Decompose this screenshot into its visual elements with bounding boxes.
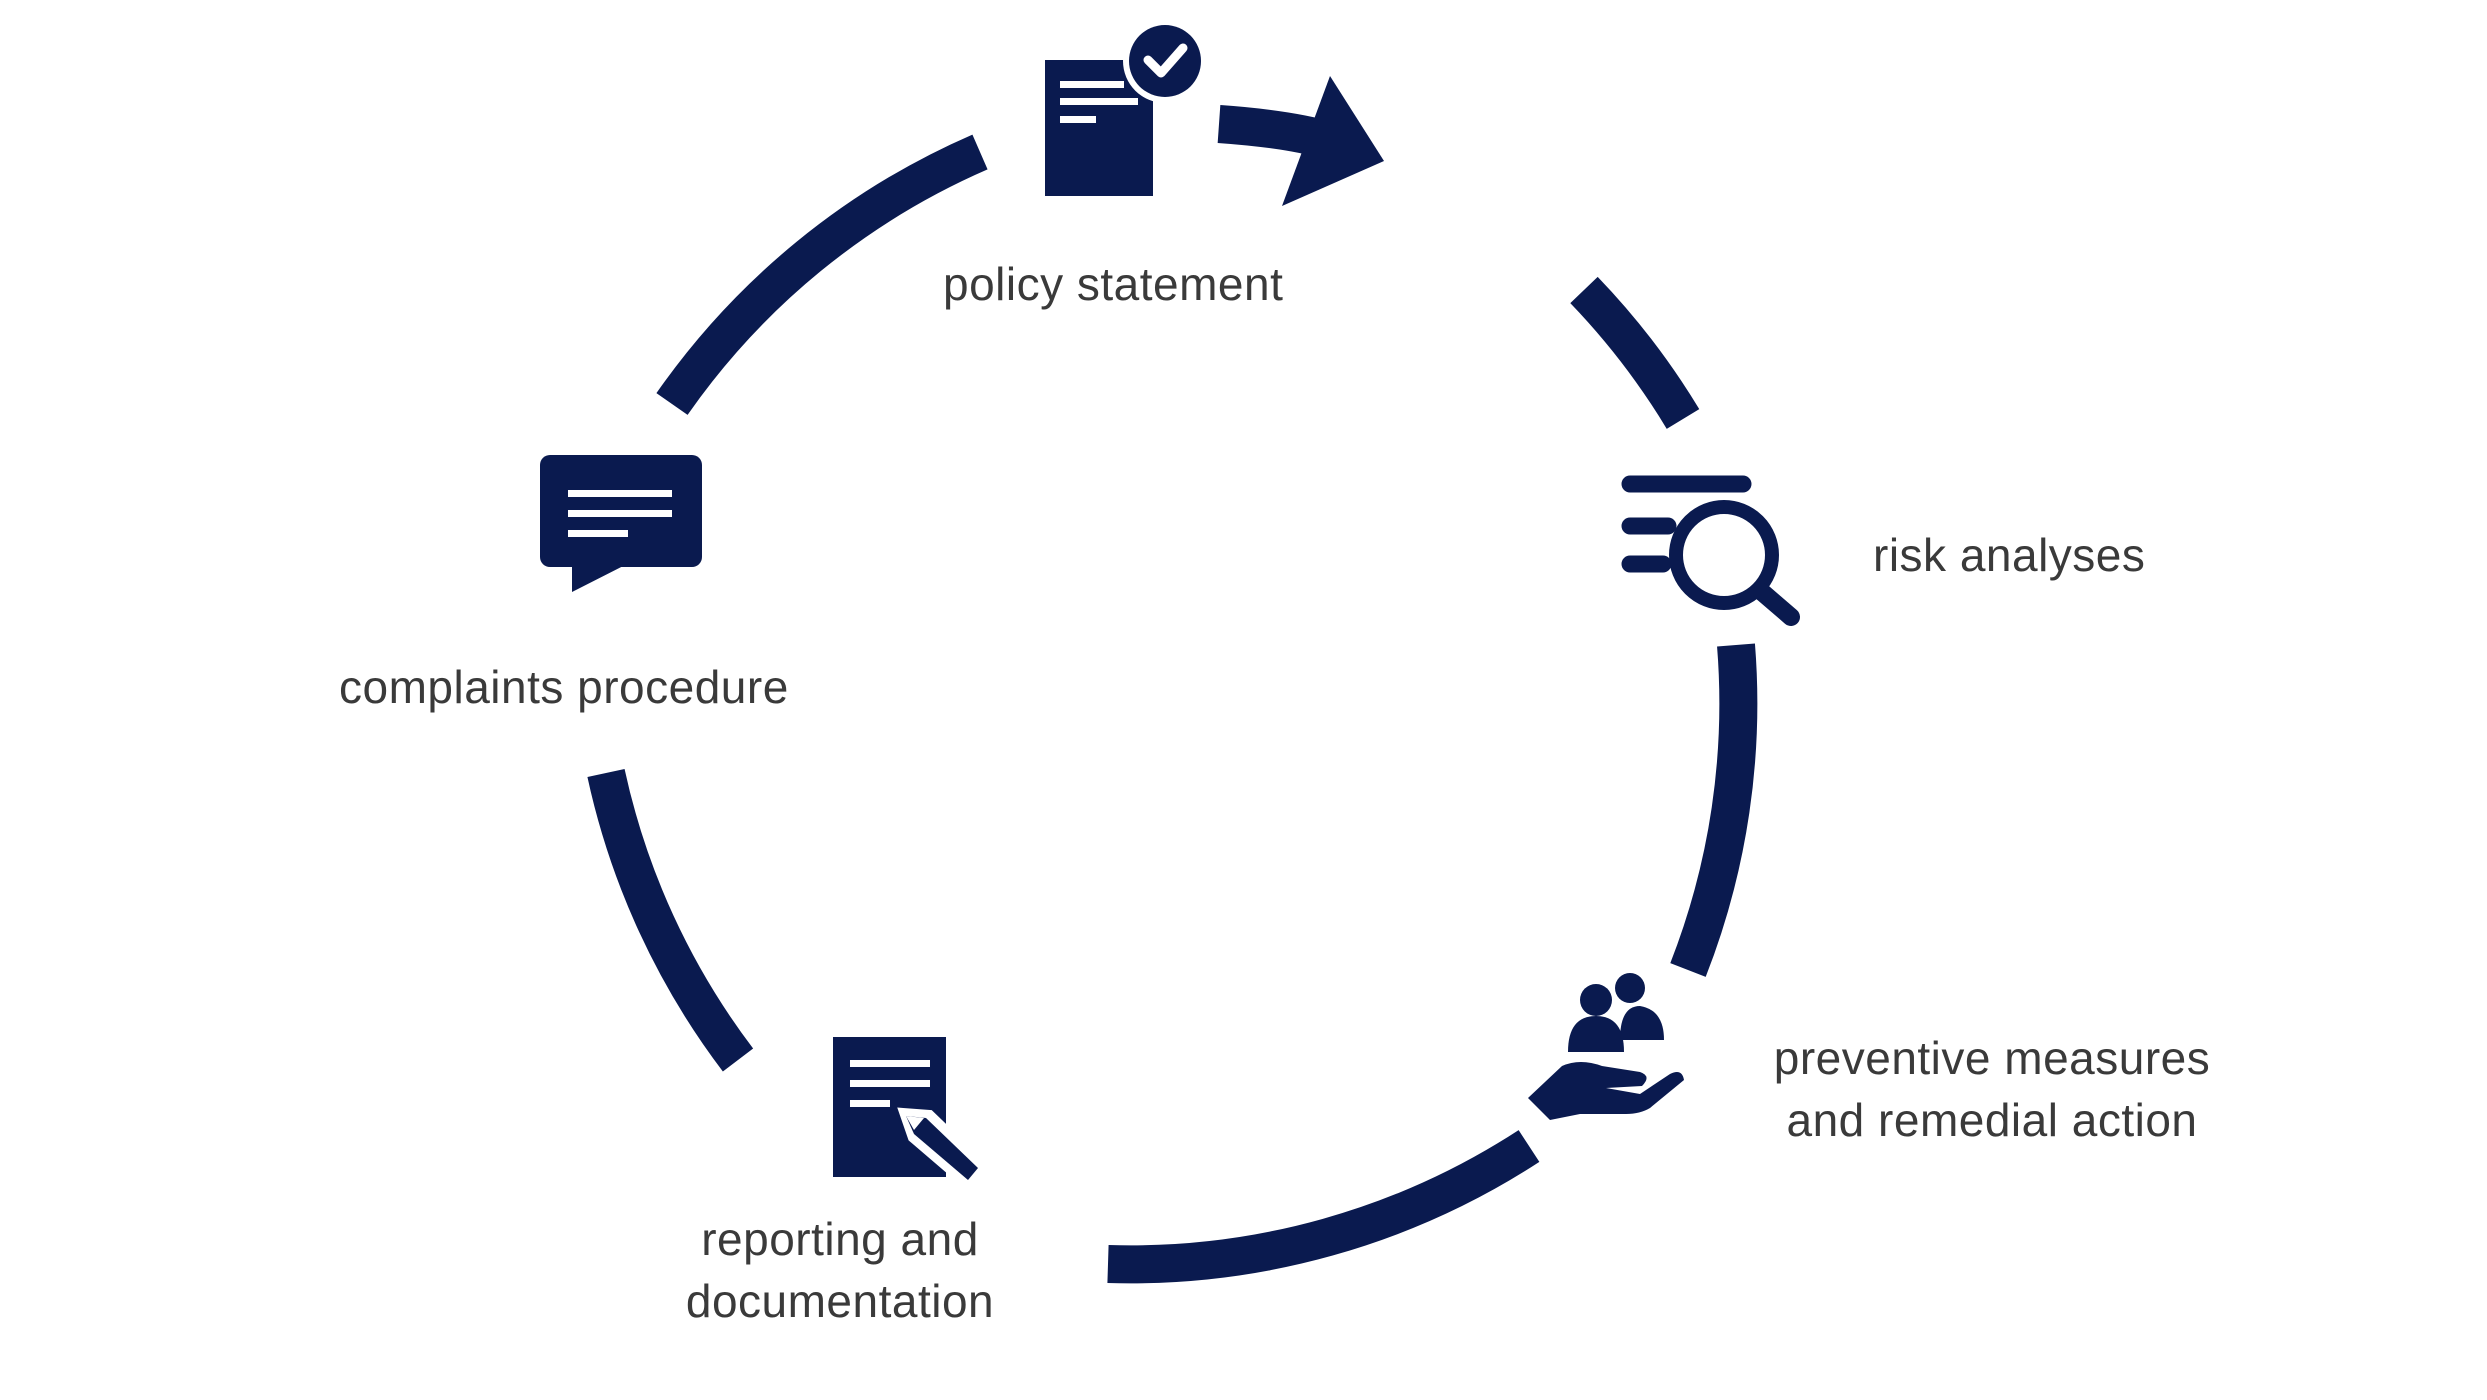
hand-people-icon bbox=[1528, 973, 1684, 1120]
label-complaints-procedure: complaints procedure bbox=[339, 656, 789, 718]
label-line: documentation bbox=[685, 1275, 995, 1327]
magnifier-list-icon bbox=[1621, 475, 1800, 626]
arc-complaints-to-policy bbox=[656, 134, 988, 415]
arc-reporting-to-complaints bbox=[587, 768, 754, 1072]
label-risk-analyses: risk analyses bbox=[1873, 524, 2145, 586]
arc-risk-to-preventive bbox=[1670, 643, 1758, 977]
label-line: and remedial action bbox=[1786, 1094, 2198, 1146]
label-line: preventive measures bbox=[1773, 1032, 2211, 1084]
label-preventive-measures: preventive measures and remedial action bbox=[1742, 1027, 2242, 1151]
label-line: risk analyses bbox=[1873, 529, 2146, 581]
cycle-arcs bbox=[587, 105, 1758, 1284]
label-line: reporting and bbox=[701, 1213, 979, 1265]
arc-policy-to-risk bbox=[1570, 276, 1700, 429]
arrow-head-icon bbox=[1282, 76, 1384, 206]
document-pen-icon bbox=[833, 1037, 990, 1192]
document-check-icon bbox=[1045, 19, 1207, 196]
label-reporting-documentation: reporting and documentation bbox=[660, 1208, 1020, 1332]
speech-bubble-icon bbox=[540, 455, 702, 592]
arc-preventive-to-reporting bbox=[1107, 1130, 1540, 1284]
label-policy-statement: policy statement bbox=[943, 253, 1283, 315]
label-line: policy statement bbox=[943, 258, 1284, 310]
label-line: complaints procedure bbox=[339, 661, 789, 713]
